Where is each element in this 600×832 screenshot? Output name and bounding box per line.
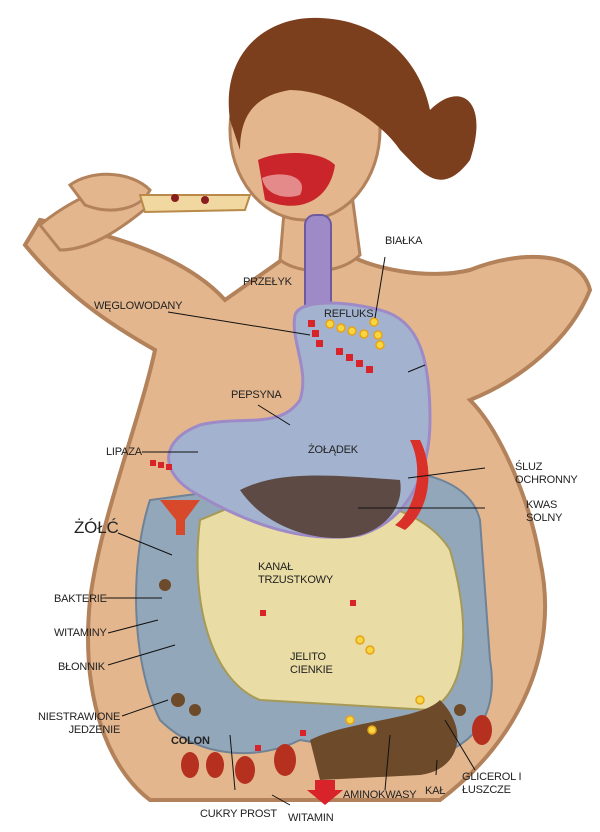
pizza-slice [138, 194, 252, 214]
hand [67, 172, 152, 212]
label-zoladek: ŻOŁĄDEK [308, 444, 358, 456]
undigested-food [159, 579, 466, 716]
label-przelyk: PRZEŁYK [243, 276, 292, 288]
label-niestrawione-line1: NIESTRAWIONE [38, 711, 121, 723]
label-witaminy: WITAMINY [54, 627, 107, 639]
label-weglowodany: WĘGLOWODANY [94, 300, 183, 312]
leader-lines [104, 256, 486, 806]
exit-arrow [307, 780, 343, 805]
label-refluks: REFLUKS [324, 308, 374, 320]
label-witamin: WITAMIN [288, 812, 334, 824]
tongue [262, 174, 302, 197]
label-lipaza: LIPAZA [106, 446, 142, 458]
colon-feces [310, 700, 458, 780]
label-glicerol-line1: GLICEROL I [462, 771, 522, 783]
stomach-acid [240, 475, 401, 539]
protein-chains [325, 317, 425, 735]
label-zolc: ŻÓŁĆ [74, 518, 119, 537]
hair [228, 17, 477, 180]
label-kwas-line2: SOLNY [526, 512, 563, 524]
label-jelito-line1: JELITO [290, 651, 326, 663]
label-cukry: CUKRY PROST [200, 808, 277, 820]
bacteria-characters [181, 715, 492, 784]
label-kal: KAŁ [425, 785, 446, 797]
label-pepsyna: PEPSYNA [231, 389, 282, 401]
label-kanal-line2: TRZUSTKOWY [258, 574, 333, 586]
label-blonnik: BŁONNIK [58, 661, 105, 673]
label-niestrawione-line2: JEDZENIE [68, 724, 121, 736]
label-bakterie: BAKTERIE [54, 593, 107, 605]
funnel [160, 500, 200, 535]
label-aminokwasy: AMINOKWASY [343, 789, 417, 801]
label-colon: COLON [171, 735, 210, 747]
label-kanal-line1: KANAŁ [258, 561, 294, 573]
label-kwas-line1: KWAS [526, 499, 558, 511]
carbohydrate-chains [150, 320, 373, 751]
label-sluz-line2: OCHRONNY [515, 474, 578, 486]
label-jelito-line2: CIENKIE [290, 664, 333, 676]
label-glicerol-line2: ŁUSZCZE [462, 784, 511, 796]
label-bialka: BIAŁKA [385, 235, 423, 247]
label-sluz-line1: ŚLUZ [515, 461, 543, 473]
esophagus [304, 214, 332, 316]
